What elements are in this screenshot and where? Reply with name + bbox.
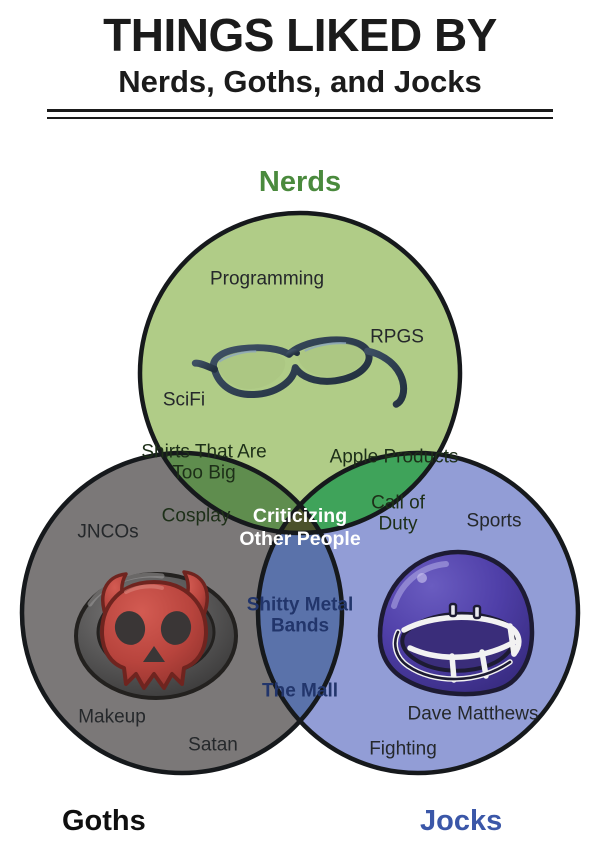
header-rule-group: [47, 109, 553, 119]
page-title: THINGS LIKED BY: [103, 9, 497, 61]
item-criticizing-line1: Criticizing: [252, 505, 348, 527]
item-fighting: Fighting: [369, 738, 437, 760]
item-satan: Satan: [188, 734, 238, 756]
venn-outlines: [19, 210, 581, 776]
item-shitty-metal-line1: Shitty Metal: [246, 594, 354, 616]
venn-region-fills: [22, 213, 578, 773]
football-helmet-illustration: [377, 549, 535, 697]
circle-outline-goths: [19, 450, 345, 776]
circle-outline-nerds: [137, 210, 463, 536]
venn-circles-svg: [19, 210, 581, 776]
eyeglasses-illustration: [191, 336, 408, 408]
item-programming: Programming: [209, 268, 325, 290]
item-shirts-too-big-line1: Shirts That Are: [141, 441, 267, 463]
item-shirts-too-big-line2: Too Big: [172, 463, 236, 484]
header-rule-thick: [47, 109, 553, 112]
circle-outline-jocks: [255, 450, 581, 776]
item-dave-matthews: Dave Matthews: [407, 703, 539, 725]
item-shitty-metal-line2: Bands: [270, 616, 330, 637]
venn-diagram: Nerds Goths Jocks Programming RPGS SciFi…: [0, 160, 600, 850]
item-cosplay: Cosplay: [161, 505, 231, 527]
devil-skull-ring-illustration: [74, 570, 238, 700]
header-rule-thin: [47, 117, 553, 119]
item-makeup: Makeup: [78, 706, 146, 728]
page-subtitle: Nerds, Goths, and Jocks: [118, 64, 482, 99]
item-sports: Sports: [466, 510, 522, 532]
item-call-of-duty-line2: Duty: [378, 514, 418, 535]
item-rpgs: RPGS: [370, 326, 424, 348]
header: THINGS LIKED BY Nerds, Goths, and Jocks: [0, 0, 600, 119]
item-the-mall: The Mall: [261, 680, 339, 702]
item-jncos: JNCOs: [77, 521, 139, 543]
item-scifi: SciFi: [162, 389, 206, 411]
circle-title-nerds: Nerds: [258, 166, 342, 198]
item-call-of-duty-line1: Call of: [371, 492, 425, 514]
item-apple-products: Apple Products: [329, 446, 459, 468]
circle-title-jocks: Jocks: [420, 805, 503, 837]
item-criticizing-line2: Other People: [239, 528, 361, 550]
circle-title-goths: Goths: [62, 805, 146, 837]
